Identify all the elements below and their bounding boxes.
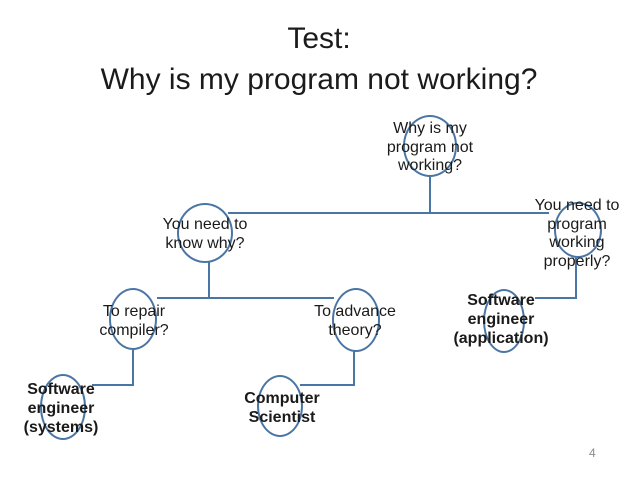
node-se-systems-line: Software xyxy=(27,381,95,398)
connector-repair-horizontal xyxy=(92,384,134,386)
node-se-application-line: (application) xyxy=(453,330,549,347)
node-se-application-line: engineer xyxy=(467,311,535,328)
connector-advance-vertical xyxy=(353,351,355,386)
slide-title-line1: Test: xyxy=(287,22,351,55)
connector-level2-horizontal xyxy=(157,297,334,299)
node-root-line: Why is my xyxy=(393,120,467,137)
slide-title-line2: Why is my program not working? xyxy=(100,63,538,96)
node-circle-computer-scientist xyxy=(257,375,303,437)
node-computer-scientist-line: Computer xyxy=(244,390,320,407)
page-number: 4 xyxy=(589,446,596,460)
node-computer-scientist: Computer Scientist xyxy=(222,389,342,427)
node-advance-theory: To advance theory? xyxy=(300,303,410,340)
node-working-properly-line: program xyxy=(547,215,607,233)
node-root-line: program not xyxy=(386,138,474,156)
connector-know-why-stem xyxy=(208,262,210,299)
node-know-why: You need to know why? xyxy=(150,216,260,253)
node-circle-advance-theory xyxy=(332,288,380,352)
node-working-properly-line: You need to xyxy=(534,197,620,214)
node-se-systems-line: engineer xyxy=(27,400,95,417)
connector-properly-horizontal xyxy=(535,297,577,299)
node-computer-scientist-line: Scientist xyxy=(248,409,316,426)
node-advance-theory-line: To advance xyxy=(314,303,396,320)
node-root: Why is my program not working? xyxy=(375,120,485,176)
node-circle-working-properly xyxy=(554,202,602,258)
node-repair-compiler-line: compiler? xyxy=(99,321,169,339)
node-working-properly: You need to program working properly? xyxy=(522,197,632,271)
connector-root-stem xyxy=(429,176,431,214)
node-se-systems: Software engineer (systems) xyxy=(1,380,121,437)
connector-repair-vertical xyxy=(132,349,134,386)
node-repair-compiler: To repair compiler? xyxy=(79,303,189,340)
node-circle-se-application xyxy=(483,289,525,353)
node-working-properly-line: working xyxy=(549,234,605,251)
connector-properly-vertical xyxy=(575,256,577,299)
node-advance-theory-line: theory? xyxy=(328,321,382,339)
node-se-application: Software engineer (application) xyxy=(441,291,561,348)
node-circle-know-why xyxy=(177,203,233,263)
node-repair-compiler-line: To repair xyxy=(102,303,166,320)
slide-title: Test: Why is my program not working? xyxy=(0,18,638,100)
connector-level1-horizontal xyxy=(228,212,549,214)
node-know-why-line: know why? xyxy=(165,234,245,252)
connector-advance-horizontal xyxy=(300,384,355,386)
node-se-application-line: Software xyxy=(467,292,535,309)
node-se-systems-line: (systems) xyxy=(23,419,99,436)
node-root-line: working? xyxy=(397,157,463,174)
node-know-why-line: You need to xyxy=(162,216,248,233)
node-working-properly-line: properly? xyxy=(543,252,611,270)
node-circle-se-systems xyxy=(40,374,86,440)
